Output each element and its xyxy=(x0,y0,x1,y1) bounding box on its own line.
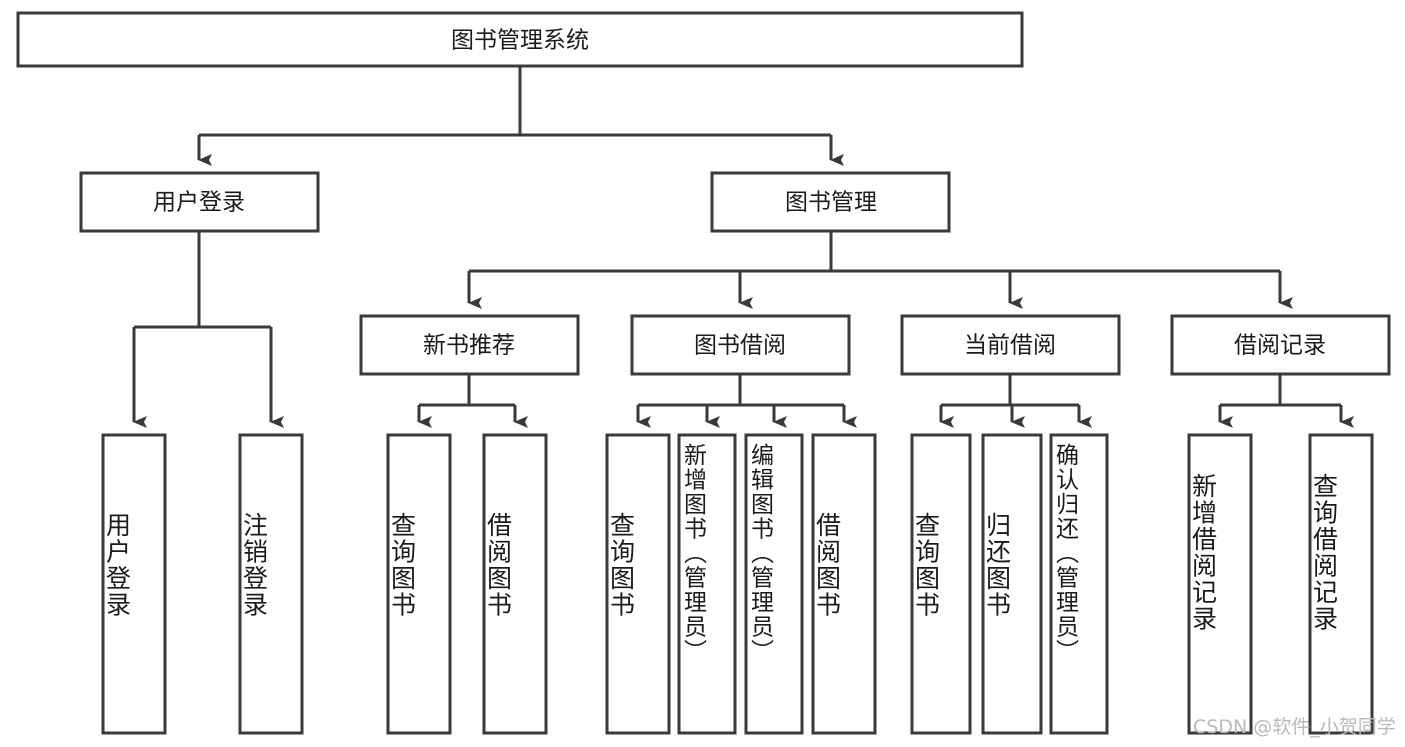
leaf-box-query-book-borrow[interactable] xyxy=(605,433,671,735)
node-current-borrow-label: 当前借阅 xyxy=(964,333,1056,359)
leaf-box-add-book-admin[interactable] xyxy=(677,433,737,735)
leaf-rects xyxy=(101,433,1374,735)
node-borrow-record[interactable]: 借阅记录 xyxy=(1170,314,1391,376)
leaf-box-borrow-book[interactable] xyxy=(811,433,877,735)
csdn-watermark: CSDN @软件_小贺同学 xyxy=(1193,716,1396,738)
node-book-management[interactable]: 图书管理 xyxy=(710,171,951,233)
node-current-borrow[interactable]: 当前借阅 xyxy=(900,314,1121,376)
node-root[interactable]: 图书管理系统 xyxy=(16,11,1024,68)
connector-user-login-to-leaves xyxy=(132,231,284,428)
node-book-borrow-label: 图书借阅 xyxy=(694,333,786,359)
node-book-borrow[interactable]: 图书借阅 xyxy=(630,314,851,376)
connector-borrow-record-to-leaves xyxy=(1218,374,1354,428)
connector-book-borrow-to-leaves xyxy=(636,374,857,428)
connector-new-book-rec-to-leaves xyxy=(417,374,528,428)
leaf-box-confirm-return[interactable] xyxy=(1049,433,1109,735)
leaf-box-query-book-cur[interactable] xyxy=(910,433,972,735)
leaf-box-query-record[interactable] xyxy=(1308,433,1374,735)
connector-root-to-level2 xyxy=(197,66,844,166)
node-user-login-label: 用户登录 xyxy=(153,190,245,216)
node-new-book-recommend[interactable]: 新书推荐 xyxy=(359,314,580,376)
connector-current-borrow-to-leaves xyxy=(939,374,1092,428)
node-user-login[interactable]: 用户登录 xyxy=(79,171,320,233)
connector-book-mgmt-to-level3 xyxy=(467,231,1293,309)
leaf-box-logout[interactable] xyxy=(238,433,304,735)
node-root-label: 图书管理系统 xyxy=(451,28,589,54)
leaf-box-query-book-rec[interactable] xyxy=(386,433,452,735)
leaf-box-add-record[interactable] xyxy=(1187,433,1253,735)
leaf-box-borrow-book-rec[interactable] xyxy=(482,433,548,735)
leaf-box-user-login[interactable] xyxy=(101,433,167,735)
leaf-box-return-book[interactable] xyxy=(981,433,1043,735)
node-new-book-recommend-label: 新书推荐 xyxy=(423,333,515,359)
node-book-management-label: 图书管理 xyxy=(785,190,877,216)
leaf-box-edit-book-admin[interactable] xyxy=(744,433,804,735)
node-borrow-record-label: 借阅记录 xyxy=(1234,333,1326,359)
